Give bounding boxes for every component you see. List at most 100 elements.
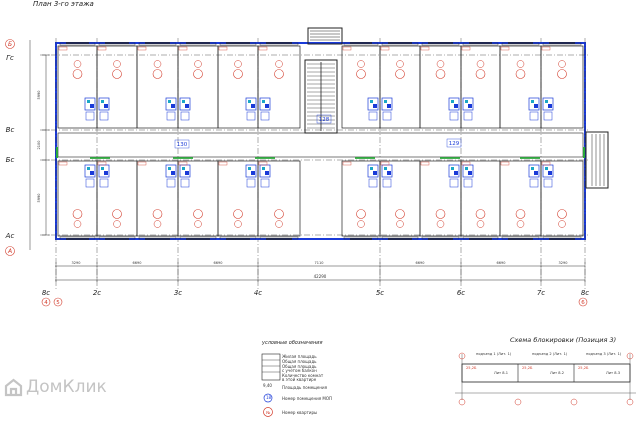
legend-mop-number: 18	[266, 395, 272, 400]
kitchen	[543, 111, 553, 121]
plumbing-fixture	[370, 167, 373, 170]
plumbing-fixture	[168, 167, 171, 170]
area-label	[420, 161, 430, 166]
area-label	[461, 46, 471, 51]
bathroom	[542, 97, 554, 111]
bathroom	[259, 97, 271, 111]
axis-label-left: Б	[8, 41, 12, 48]
corridor-label-frame	[446, 138, 462, 148]
area-label	[541, 161, 551, 166]
area-label	[500, 161, 510, 166]
plumbing-fixture	[262, 167, 265, 170]
plumbing-fixture	[182, 167, 185, 170]
apartment-room	[96, 45, 138, 129]
apartment-room	[136, 45, 179, 129]
legend-line: с учетом балкон	[282, 368, 317, 373]
plumbing-fixture	[465, 167, 468, 170]
apartment-badge	[515, 209, 526, 219]
legend-title: условные обозначения	[262, 340, 323, 346]
area-label	[258, 46, 268, 51]
corridor	[57, 132, 584, 158]
kitchen	[99, 178, 109, 188]
plumbing-fixture	[248, 100, 251, 103]
area-label	[461, 161, 471, 166]
area-label	[342, 46, 352, 51]
apartment-badge	[557, 209, 567, 219]
apartment-badge	[112, 209, 122, 219]
area-label	[97, 46, 107, 51]
plumbing-fixture	[545, 167, 548, 170]
area-label	[380, 46, 390, 51]
apartment-badge	[435, 69, 446, 79]
room-badge	[194, 220, 202, 228]
dim-segment: 7110	[315, 261, 324, 265]
dim-segment: 3290	[559, 261, 568, 265]
apartment-room	[540, 160, 584, 237]
apartment-badge	[152, 209, 163, 219]
kitchen	[260, 178, 270, 188]
area-label	[137, 46, 147, 51]
legend-sample-value: 9,40	[263, 383, 272, 388]
room-badge	[153, 220, 162, 228]
plumbing-fixture	[251, 171, 255, 175]
plumbing-fixture	[384, 167, 387, 170]
legend-line: Количество комнат	[282, 373, 324, 378]
plumbing-fixture	[370, 100, 373, 103]
bathroom	[98, 97, 110, 111]
bathroom	[448, 97, 460, 111]
scheme-podezd: подъезд 2 (Лит. 1)	[532, 352, 568, 356]
kitchen	[260, 111, 270, 121]
apartment-badge	[475, 209, 486, 219]
legend-line: Жилая площадь	[282, 354, 317, 359]
plumbing-fixture	[168, 100, 171, 103]
plumbing-fixture	[451, 100, 454, 103]
bathroom	[165, 164, 177, 178]
apartment-badge	[233, 209, 243, 219]
apartment-badge	[274, 69, 284, 79]
plumbing-fixture	[373, 104, 377, 108]
plumbing-fixture	[451, 167, 454, 170]
scheme-podezd: подъезд 3 (Лит. 1)	[586, 352, 622, 356]
legend-line: в этой квартире	[282, 377, 317, 382]
plumbing-fixture	[531, 167, 534, 170]
axis-label-bottom: 5с	[376, 289, 384, 297]
apartment-room	[379, 45, 421, 129]
axis-number-bubble	[41, 297, 51, 307]
room-badge	[516, 60, 525, 68]
bottom-dim-lines	[55, 265, 585, 281]
area-label	[178, 161, 188, 166]
plumbing-fixture	[262, 100, 265, 103]
plumbing-fixture	[87, 167, 90, 170]
room-badge	[113, 60, 121, 68]
scheme-cell: Лит 8.3	[606, 371, 620, 375]
axis-label-bottom: 3с	[174, 289, 182, 297]
area-label	[420, 46, 430, 51]
apartment-room	[419, 45, 462, 129]
bathroom	[84, 164, 96, 178]
axis-label-left: Ас	[5, 232, 15, 240]
apartment-room	[257, 45, 301, 129]
dim-total: 42290	[314, 274, 327, 279]
apartment-badge	[475, 69, 486, 79]
stair-hatch	[310, 30, 340, 41]
apartment-room	[96, 160, 138, 237]
plumbing-fixture	[387, 171, 391, 175]
axis-label-left: Бс	[6, 156, 15, 164]
area-label	[380, 161, 390, 166]
kitchen	[180, 111, 190, 121]
area-label	[137, 161, 147, 166]
legend-box	[261, 353, 281, 417]
kitchen	[449, 111, 459, 121]
room-badge	[396, 220, 404, 228]
bathroom	[245, 97, 257, 111]
kitchen	[463, 178, 473, 188]
kitchen	[529, 178, 539, 188]
dim-left: 5990	[37, 91, 41, 100]
scheme-sub: 25,2Б	[578, 366, 589, 370]
apartment-badge	[395, 69, 405, 79]
axis-label-bottom: 2с	[93, 289, 101, 297]
kitchen	[85, 111, 95, 121]
room-badge	[275, 60, 283, 68]
axis-number: 4	[44, 300, 48, 306]
room-badge	[194, 60, 202, 68]
